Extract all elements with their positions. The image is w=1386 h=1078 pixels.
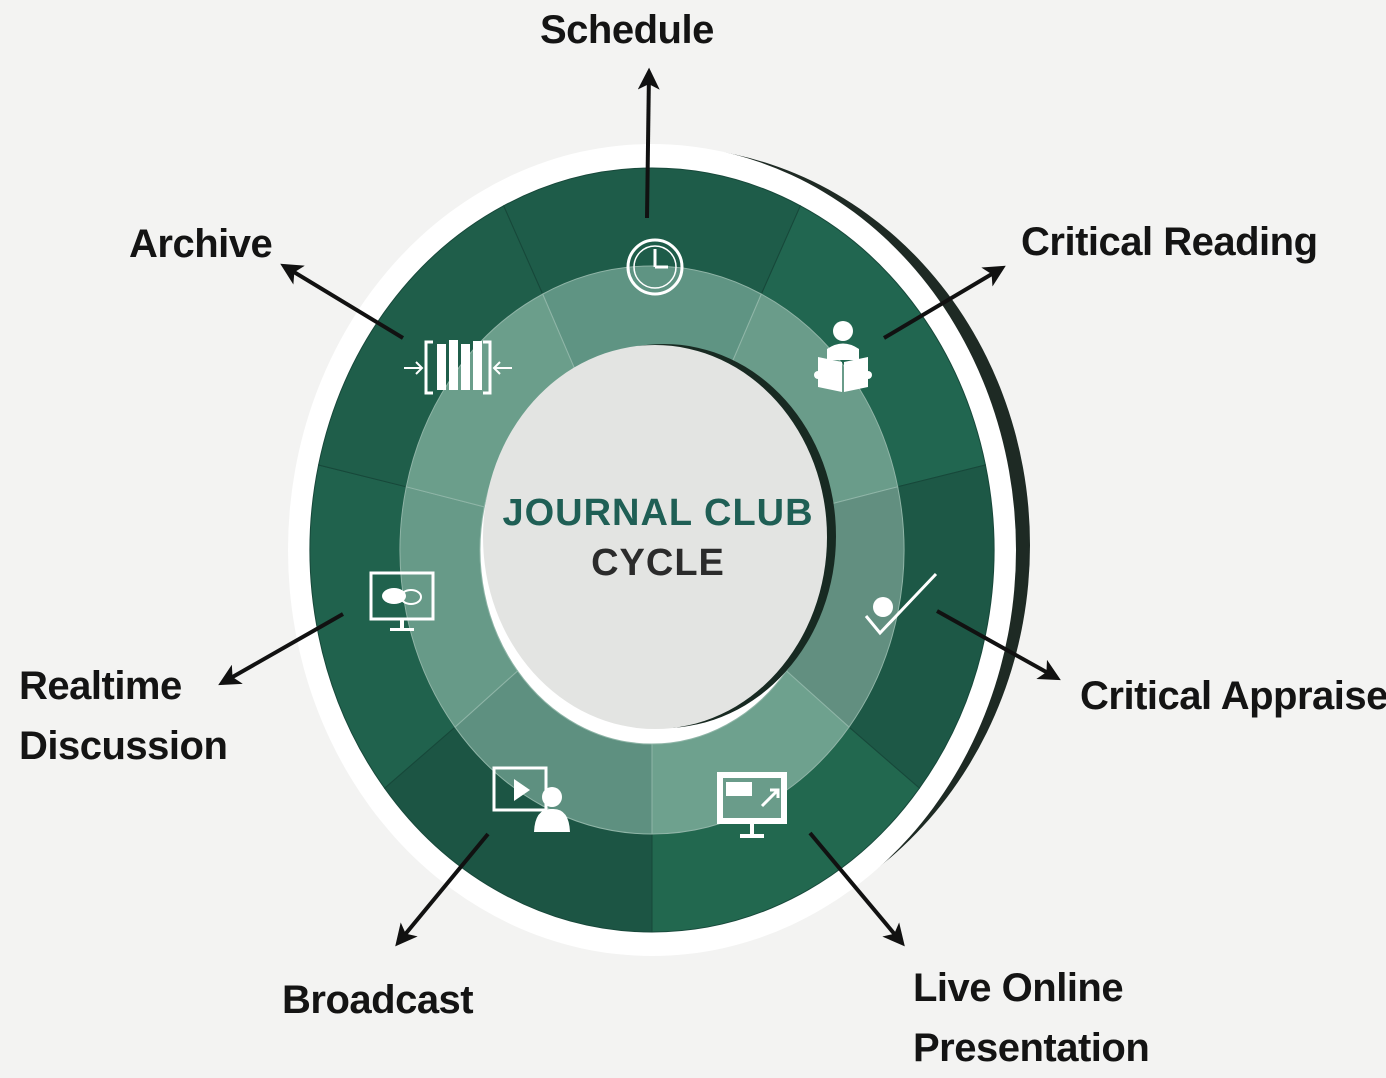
arrow-critical-reading (882, 265, 1006, 340)
label-critical-reading: Critical Reading (1021, 212, 1318, 272)
connector-arrows (218, 67, 1061, 947)
label-critical-appraise: Critical Appraise (1080, 666, 1386, 726)
arrow-live-online-presentation (808, 831, 905, 947)
label-live-online-presentation-line-2: Presentation (913, 1026, 1150, 1070)
label-broadcast: Broadcast (282, 970, 474, 1030)
label-archive-text: Archive (129, 222, 273, 266)
label-critical-appraise-text: Critical Appraise (1080, 674, 1386, 718)
label-live-online-presentation-line-1: Live Online (913, 966, 1124, 1010)
label-realtime-discussion-line-2: Discussion (19, 724, 228, 768)
arrow-schedule (637, 67, 660, 219)
outer-ring-segments (309, 167, 995, 933)
checkmark-person-icon (864, 572, 938, 636)
label-broadcast-text: Broadcast (282, 978, 474, 1022)
label-critical-reading-text: Critical Reading (1021, 220, 1318, 264)
arrow-realtime-discussion (218, 612, 344, 686)
reading-person-icon (814, 321, 872, 392)
arrow-critical-appraise (936, 609, 1061, 681)
label-archive: Archive (129, 214, 273, 274)
inner-band-segments (399, 265, 905, 835)
video-presenter-icon (492, 766, 570, 832)
label-realtime-discussion-line-1: Realtime (19, 664, 182, 708)
arrow-broadcast (395, 832, 490, 947)
center-subtitle: CYCLE (591, 542, 725, 584)
clock-icon (626, 238, 684, 296)
label-live-online-presentation: Live Online Presentation (913, 958, 1150, 1078)
label-schedule: Schedule (540, 0, 714, 60)
center-hub (483, 345, 827, 729)
label-realtime-discussion: Realtime Discussion (19, 656, 228, 776)
binders-icon (404, 340, 512, 395)
center-title: JOURNAL CLUB (502, 492, 814, 534)
arrow-archive (280, 263, 405, 340)
label-schedule-text: Schedule (540, 8, 714, 52)
presentation-monitor-icon (717, 772, 787, 838)
chat-monitor-icon (369, 571, 435, 631)
